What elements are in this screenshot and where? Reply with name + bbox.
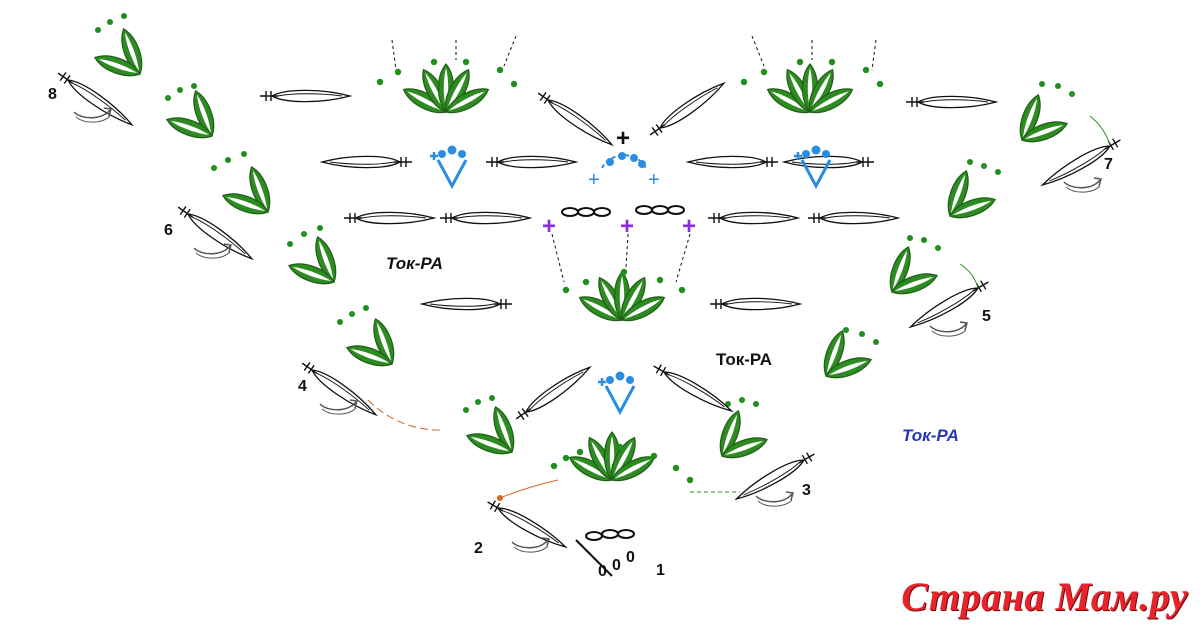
svg-text:0: 0 [612,557,621,574]
svg-text:+: + [542,213,556,240]
svg-text:+: + [588,169,600,191]
blue-join-bottom [596,370,636,414]
label-tok-ra-right: Ток-РА [902,426,959,445]
leaf-pair-row7 [942,81,1075,224]
label-tok-ra-center: Ток-РА [716,350,772,369]
svg-text:+: + [620,213,634,240]
leaf-pair-row8 [91,13,220,144]
watermark-logo: Страна Мам.ру [901,574,1188,619]
svg-text:0: 0 [626,549,635,566]
svg-text:+: + [648,169,660,191]
leaf-pair-row5 [818,235,941,384]
row-number-6: 6 [164,222,173,239]
label-tok-ra-left: Ток-РА [386,254,443,273]
svg-text:+: + [616,125,630,152]
blue-top-arc: + + + [588,125,660,191]
row-number-4: 4 [298,378,307,395]
fan-upper-right [740,58,884,120]
row-number-7: 7 [1104,156,1113,173]
row-number-8: 8 [48,86,57,103]
row-number-5: 5 [982,308,991,325]
row-number-2: 2 [474,540,483,557]
row-number-1: 1 [656,562,665,579]
fan-upper-left [376,58,518,120]
blue-join-left [428,144,468,188]
row-number-3: 3 [802,482,811,499]
leaf-pair-row4 [337,305,520,460]
leaf-pair-row6 [211,151,342,290]
fan-center-bottom [550,431,694,488]
svg-text:+: + [682,213,696,240]
fan-center-middle [562,268,686,328]
thread-lines [367,115,1111,501]
svg-text:0: 0 [598,563,607,580]
